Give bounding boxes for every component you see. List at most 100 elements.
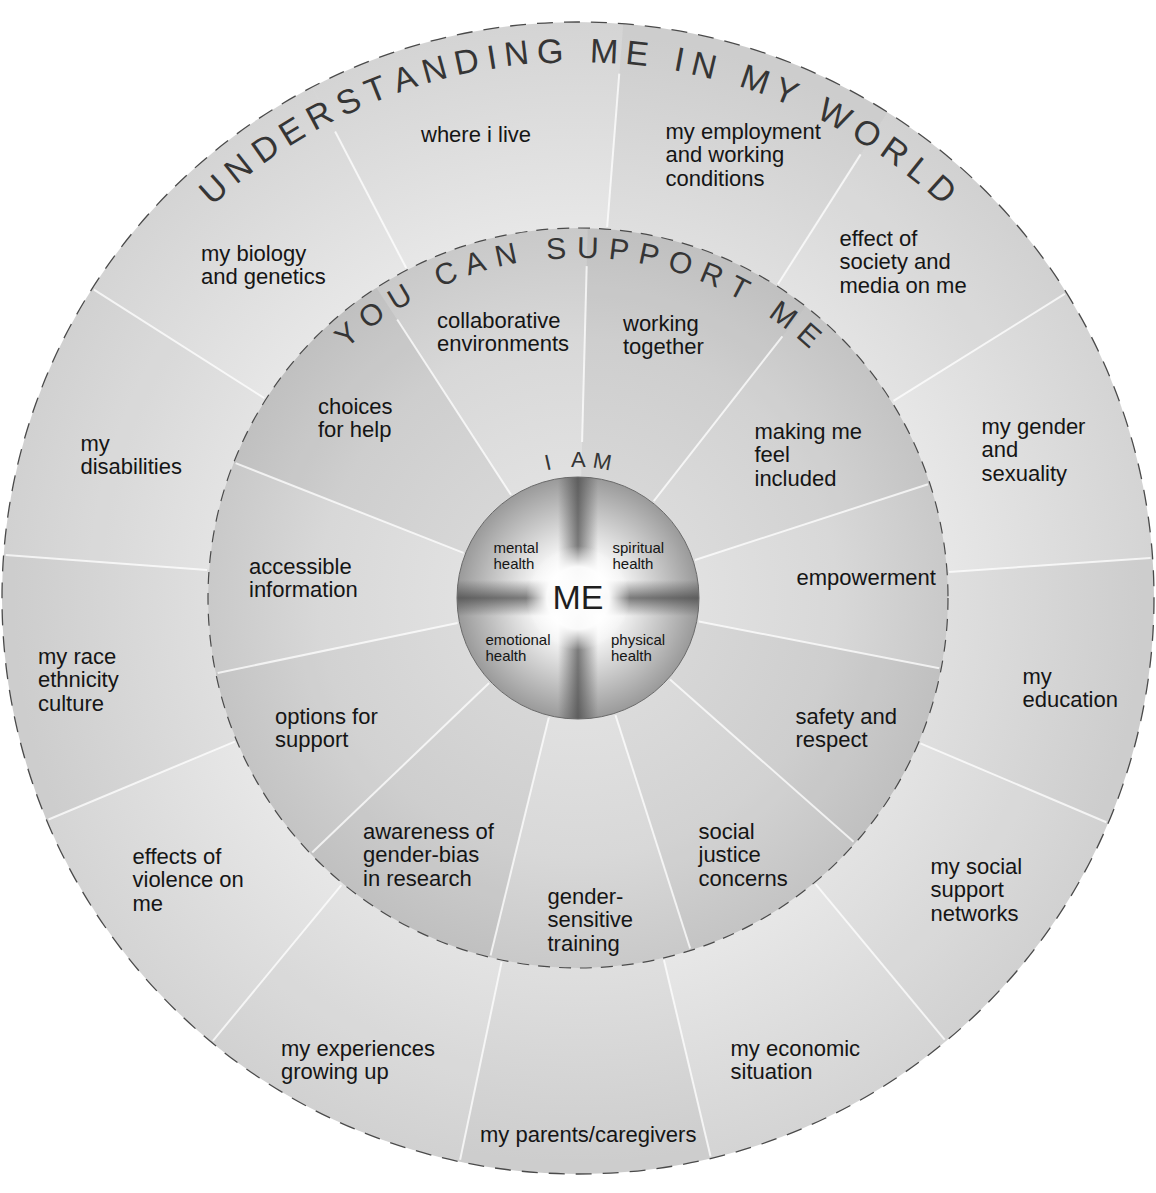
ring-heading: YOU CAN SUPPORT ME xyxy=(331,232,826,351)
segment-box: my gender and sexuality xyxy=(982,415,1089,484)
heading-letter: R xyxy=(301,94,339,136)
heading-letter: S xyxy=(545,233,567,264)
segment-label: social justice concerns xyxy=(699,820,792,889)
segment-box: gender-sensitive training xyxy=(548,885,637,954)
segment-divider xyxy=(670,680,853,842)
heading-letter xyxy=(556,450,565,473)
heading-letter: T xyxy=(725,270,755,305)
segment-divider xyxy=(213,885,341,1041)
heading-letter: Y xyxy=(769,71,803,111)
segment-label: my race ethnicity culture xyxy=(38,645,122,714)
segment-divider xyxy=(699,621,939,668)
segment-box: social justice concerns xyxy=(699,820,792,889)
heading-letter xyxy=(749,284,772,314)
heading-letter: A xyxy=(461,246,489,281)
ring-art xyxy=(2,22,1154,1174)
heading-letter: I xyxy=(484,39,499,74)
heading-letter: N xyxy=(503,35,531,72)
segment-box: working together xyxy=(623,312,707,358)
heading-letter xyxy=(655,39,670,74)
segment-divider xyxy=(236,463,464,553)
heading-letter: N xyxy=(418,49,451,88)
outer-disk xyxy=(2,22,1154,1174)
heading-letter: P xyxy=(636,239,662,272)
ring-art xyxy=(208,228,948,968)
heading-letter: U xyxy=(576,233,598,264)
segment-box: my experiences growing up xyxy=(281,1037,439,1083)
outer-dashed-border xyxy=(2,22,1154,1174)
segment-divider xyxy=(920,743,1106,822)
segment-divider xyxy=(893,294,1064,401)
segment-label: mental health xyxy=(494,540,543,572)
heading-letter: S xyxy=(331,80,366,120)
segment-divider xyxy=(491,717,549,955)
heading-letter xyxy=(719,53,737,88)
segment-box: my social support networks xyxy=(931,855,1026,924)
ring-art xyxy=(457,477,699,719)
segment-label: my experiences growing up xyxy=(281,1037,439,1083)
segment-box: my disabilities xyxy=(81,432,186,478)
heading-letter: O xyxy=(354,296,391,334)
segment-label: gender-sensitive training xyxy=(548,885,637,954)
heading-letter: O xyxy=(665,246,696,282)
segment-label: making me feel included xyxy=(755,420,866,489)
heading-letter: A xyxy=(388,59,420,98)
ring-heading: I AM xyxy=(536,448,615,475)
segment-box: my economic situation xyxy=(731,1037,864,1083)
heading-letter: E xyxy=(624,35,650,71)
heading-letter: C xyxy=(430,256,461,292)
heading-letter: U xyxy=(383,278,417,315)
heading-letter: A xyxy=(571,449,586,471)
segment-box: effects of violence on me xyxy=(133,845,248,914)
segment-divider xyxy=(48,742,234,820)
segment-shade xyxy=(2,555,237,820)
segment-box: where i live xyxy=(421,123,535,146)
segment-label: my gender and sexuality xyxy=(982,415,1089,484)
heading-letter: D xyxy=(451,42,482,80)
segment-box: my education xyxy=(1023,665,1122,711)
ring-band: I AMMEmental healthspiritual healthemoti… xyxy=(457,477,699,719)
segment-divider xyxy=(695,484,928,560)
segment-label: my employment and working conditions xyxy=(666,120,825,189)
heading-letter: I xyxy=(672,42,688,77)
segment-box: collaborative environments xyxy=(437,309,573,355)
segment-box: mental health xyxy=(494,540,543,572)
inner-disk xyxy=(457,477,699,719)
segment-divider xyxy=(335,131,406,268)
segment-box: accessible information xyxy=(249,555,361,601)
inner-band-horizontal xyxy=(457,580,699,616)
heading-letter: M xyxy=(589,33,619,68)
segment-box: options for support xyxy=(275,705,381,751)
segment-label: my economic situation xyxy=(731,1037,864,1083)
ring-band: YOU CAN SUPPORT MEcollaborative environm… xyxy=(208,228,948,968)
segment-box: my biology and genetics xyxy=(201,242,329,288)
segment-label: my disabilities xyxy=(81,432,186,478)
segment-label: my education xyxy=(1023,665,1122,711)
ring-heading: UNDERSTANDING ME IN MY WORLD xyxy=(195,32,960,207)
segment-shade xyxy=(216,623,491,854)
heading-letter: P xyxy=(607,234,630,266)
segment-label: effect of society and media on me xyxy=(840,227,971,296)
segment-box: effect of society and media on me xyxy=(840,227,971,296)
inner-disk-border xyxy=(457,477,699,719)
segment-label: physical health xyxy=(611,632,669,664)
segment-box: spiritual health xyxy=(613,540,668,572)
segment-box: making me feel included xyxy=(755,420,866,489)
segment-divider xyxy=(607,74,619,228)
segment-divider xyxy=(816,884,945,1039)
segment-label: choices for help xyxy=(318,395,396,441)
segment-label: emotional health xyxy=(486,632,555,664)
heading-letter: M xyxy=(591,450,613,475)
segment-divider xyxy=(6,555,207,570)
heading-letter: Y xyxy=(329,317,364,353)
segment-label: safety and respect xyxy=(796,705,901,751)
middle-dashed-border xyxy=(208,228,948,968)
segment-box: my race ethnicity culture xyxy=(38,645,122,714)
segment-label: my biology and genetics xyxy=(201,242,329,288)
segment-divider xyxy=(94,290,264,399)
segment-label: awareness of gender-bias in research xyxy=(363,820,497,889)
heading-letter: M xyxy=(736,59,774,100)
segment-label: accessible information xyxy=(249,555,361,601)
segment-box: my parents/caregivers xyxy=(480,1123,700,1146)
